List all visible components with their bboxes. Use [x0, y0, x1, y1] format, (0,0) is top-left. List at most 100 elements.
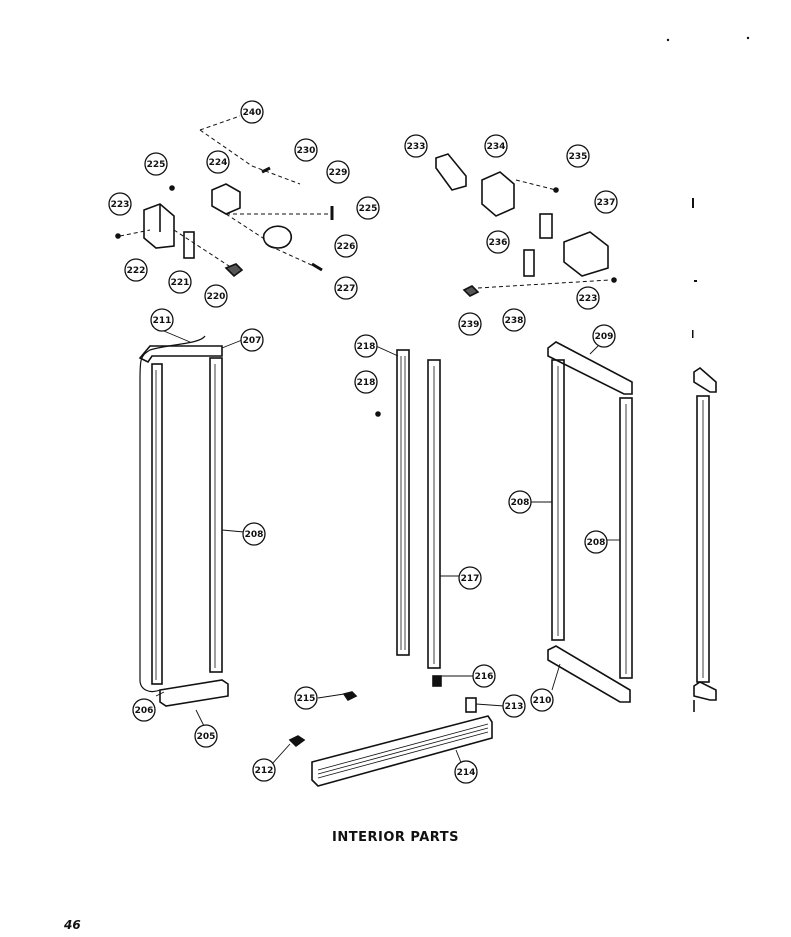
margin-marks — [666, 36, 750, 338]
svg-text:233: 233 — [407, 142, 426, 152]
frame-right-strip-208 — [209, 357, 223, 673]
part-222-housing — [143, 203, 175, 249]
left-liner-frame — [138, 335, 229, 707]
svg-text:208: 208 — [511, 498, 530, 508]
callout-211: 211 — [150, 308, 174, 332]
svg-text:229: 229 — [329, 168, 348, 178]
callout-labels: 240 230 225 224 229 223 225 222 221 220 … — [108, 100, 618, 784]
svg-text:221: 221 — [171, 278, 190, 288]
svg-text:205: 205 — [197, 732, 216, 742]
svg-text:209: 209 — [595, 332, 614, 342]
svg-text:210: 210 — [533, 696, 552, 706]
callout-218-b: 218 — [354, 370, 378, 394]
frame-top-breaker-207 — [138, 345, 223, 364]
callout-233: 233 — [404, 134, 428, 158]
svg-text:225: 225 — [147, 160, 166, 170]
diagram-caption: INTERIOR PARTS — [332, 830, 459, 845]
top-right-control-parts — [435, 153, 617, 297]
callout-221: 221 — [168, 270, 192, 294]
svg-text:212: 212 — [255, 766, 274, 776]
part-236 — [539, 213, 553, 239]
callout-218: 218 — [354, 334, 378, 358]
svg-text:217: 217 — [461, 574, 480, 584]
callout-206: 206 — [132, 698, 156, 722]
svg-text:216: 216 — [475, 672, 494, 682]
frame-right-strip-208b — [619, 397, 633, 679]
screw-218 — [375, 411, 381, 417]
callout-223: 223 — [108, 192, 132, 216]
callout-235: 235 — [566, 144, 590, 168]
wire-211 — [139, 335, 206, 693]
svg-text:223: 223 — [579, 294, 598, 304]
svg-text:223: 223 — [111, 200, 130, 210]
frame-top-breaker-209 — [547, 341, 633, 395]
svg-text:240: 240 — [243, 108, 262, 118]
frame-bottom-breaker-210 — [547, 645, 631, 703]
svg-text:208: 208 — [245, 530, 264, 540]
part-221-plate — [183, 231, 195, 259]
grille-214 — [288, 691, 493, 787]
svg-text:208: 208 — [587, 538, 606, 548]
callout-209: 209 — [592, 324, 616, 348]
clip-216 — [432, 675, 442, 687]
callout-240: 240 — [240, 100, 264, 124]
callout-214: 214 — [454, 760, 478, 784]
callout-208: 208 — [242, 522, 266, 546]
part-215 — [342, 691, 358, 702]
part-213 — [465, 697, 477, 713]
part-226-switch — [262, 225, 293, 249]
svg-text:213: 213 — [505, 702, 524, 712]
part-212 — [288, 735, 306, 748]
svg-text:225: 225 — [359, 204, 378, 214]
callout-216: 216 — [472, 664, 496, 688]
svg-text:222: 222 — [127, 266, 146, 276]
top-right-leader-dashes — [477, 179, 611, 289]
callout-230: 230 — [294, 138, 318, 162]
center-mullion-strips — [375, 349, 442, 687]
callout-226: 226 — [334, 234, 358, 258]
part-239 — [462, 285, 480, 297]
callout-227: 227 — [334, 276, 358, 300]
part-237-housing — [563, 231, 609, 277]
top-left-leader-dashes — [119, 115, 330, 269]
svg-text:239: 239 — [461, 320, 480, 330]
top-left-control-parts — [115, 166, 334, 278]
callout-208-c: 208 — [584, 530, 608, 554]
callout-208-b: 208 — [508, 490, 532, 514]
svg-text:237: 237 — [597, 198, 616, 208]
callout-225: 225 — [144, 152, 168, 176]
svg-text:211: 211 — [153, 316, 172, 326]
svg-text:238: 238 — [505, 316, 524, 326]
frame-left-strip — [151, 363, 163, 685]
part-234-timer — [481, 171, 515, 217]
callout-234: 234 — [484, 134, 508, 158]
part-224-bracket — [211, 183, 241, 215]
callout-220: 220 — [204, 284, 228, 308]
mullion-strip-217 — [427, 359, 441, 669]
svg-text:226: 226 — [337, 242, 356, 252]
frame-bottom-breaker-205 — [159, 679, 229, 707]
part-238 — [523, 249, 535, 277]
callout-213: 213 — [502, 694, 526, 718]
callout-223-b: 223 — [576, 286, 600, 310]
callout-210: 210 — [530, 688, 554, 712]
page-number: 46 — [64, 918, 81, 932]
svg-text:220: 220 — [207, 292, 226, 302]
callout-239: 239 — [458, 312, 482, 336]
callout-236: 236 — [486, 230, 510, 254]
callout-217: 217 — [458, 566, 482, 590]
callout-224: 224 — [206, 150, 230, 174]
far-right-partial-frame — [693, 366, 717, 712]
callout-225-b: 225 — [356, 196, 380, 220]
callout-215: 215 — [294, 686, 318, 710]
svg-text:236: 236 — [489, 238, 508, 248]
svg-text:234: 234 — [487, 142, 506, 152]
svg-text:227: 227 — [337, 284, 356, 294]
svg-text:215: 215 — [297, 694, 316, 704]
svg-text:207: 207 — [243, 336, 262, 346]
callout-212: 212 — [252, 758, 276, 782]
svg-text:218: 218 — [357, 378, 376, 388]
svg-text:214: 214 — [457, 768, 476, 778]
svg-text:218: 218 — [357, 342, 376, 352]
